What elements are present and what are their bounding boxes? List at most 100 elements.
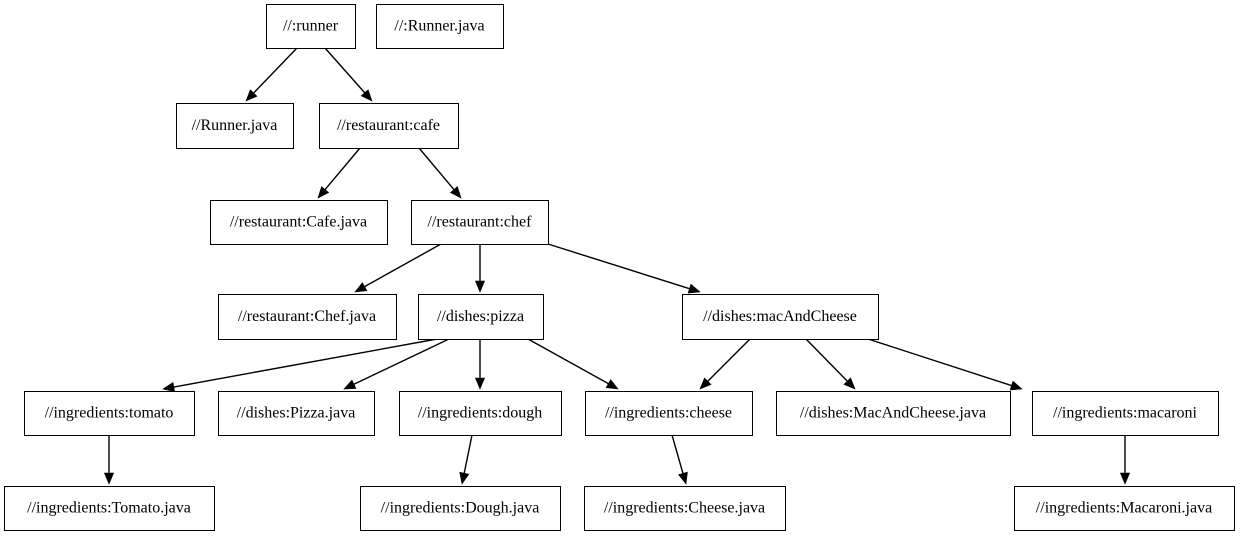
edge-line	[364, 243, 442, 288]
graph-node-root_runner_java[interactable]: //:Runner.java	[375, 3, 505, 50]
edge-line	[707, 338, 751, 382]
arrowhead-icon	[103, 472, 115, 485]
node-box[interactable]	[265, 3, 357, 50]
arrowhead-icon	[449, 186, 462, 199]
arrowhead-icon	[699, 377, 712, 390]
node-box[interactable]	[410, 199, 550, 246]
graph-edge	[1119, 435, 1131, 485]
arrowhead-icon	[474, 377, 486, 390]
node-label: //dishes:MacAndCheese.java	[800, 405, 986, 422]
node-label: //ingredients:cheese	[605, 405, 732, 422]
graph-edge	[671, 434, 688, 485]
graph-edge	[162, 338, 438, 392]
node-label: //restaurant:Cafe.java	[230, 214, 367, 231]
graph-edge	[343, 338, 450, 390]
graph-node-mac_java[interactable]: //dishes:MacAndCheese.java	[775, 390, 1012, 437]
graph-node-tomato_java[interactable]: //ingredients:Tomato.java	[3, 485, 216, 532]
node-box[interactable]	[23, 390, 196, 437]
arrowhead-icon	[343, 379, 357, 390]
edge-line	[547, 243, 690, 290]
node-label: //ingredients:Tomato.java	[27, 500, 191, 517]
graph-node-pizza_java[interactable]: //dishes:Pizza.java	[217, 390, 376, 437]
graph-node-dough_java[interactable]: //ingredients:Dough.java	[359, 485, 562, 532]
edge-line	[324, 47, 366, 94]
node-box[interactable]	[584, 390, 754, 437]
node-label: //ingredients:tomato	[45, 405, 174, 422]
graph-edge	[324, 47, 373, 102]
node-label: //dishes:Pizza.java	[237, 405, 356, 422]
node-box[interactable]	[1013, 485, 1236, 532]
graph-node-cheese_java[interactable]: //ingredients:Cheese.java	[583, 485, 787, 532]
graph-node-dishes_mac[interactable]: //dishes:macAndCheese	[681, 293, 880, 341]
node-box[interactable]	[318, 102, 460, 150]
node-box[interactable]	[209, 199, 389, 246]
arrowhead-icon	[360, 89, 373, 102]
arrowhead-icon	[317, 186, 330, 199]
node-label: //ingredients:Macaroni.java	[1036, 500, 1212, 517]
graph-edge	[699, 338, 751, 390]
node-label: //dishes:pizza	[437, 308, 524, 325]
graph-edge	[317, 147, 361, 199]
graph-node-chef_java[interactable]: //restaurant:Chef.java	[217, 293, 398, 341]
node-box[interactable]	[175, 102, 295, 150]
graph-node-macaroni_java[interactable]: //ingredients:Macaroni.java	[1013, 485, 1236, 532]
arrowhead-icon	[605, 379, 619, 390]
node-box[interactable]	[3, 485, 216, 532]
node-label: //ingredients:dough	[418, 405, 542, 422]
graph-node-ing_cheese[interactable]: //ingredients:cheese	[584, 390, 754, 437]
node-label: //Runner.java	[192, 117, 278, 134]
edge-line	[253, 47, 298, 94]
edge-line	[805, 338, 848, 382]
graph-node-ing_tomato[interactable]: //ingredients:tomato	[23, 390, 196, 437]
node-label: //restaurant:Chef.java	[238, 308, 376, 325]
arrowhead-icon	[474, 280, 486, 293]
node-box[interactable]	[583, 485, 787, 532]
edge-line	[867, 338, 1012, 387]
graph-node-ing_macaroni[interactable]: //ingredients:macaroni	[1031, 390, 1220, 437]
node-label: //ingredients:Dough.java	[381, 500, 540, 517]
edge-line	[527, 338, 609, 385]
node-label: //:runner	[283, 18, 339, 35]
edge-line	[418, 147, 455, 191]
arrowhead-icon	[162, 382, 176, 392]
arrowhead-icon	[459, 471, 470, 485]
edge-line	[671, 434, 684, 474]
edge-line	[324, 147, 361, 191]
graph-edge	[354, 243, 442, 293]
node-box[interactable]	[1031, 390, 1220, 437]
graph-edge	[245, 47, 298, 102]
graph-edge	[867, 338, 1023, 391]
node-box[interactable]	[681, 293, 880, 341]
node-box[interactable]	[359, 485, 562, 532]
node-box[interactable]	[375, 3, 505, 50]
arrowhead-icon	[1119, 472, 1131, 485]
node-label: //restaurant:cafe	[337, 117, 440, 134]
graph-edge	[547, 243, 701, 294]
graph-node-restaurant_chef[interactable]: //restaurant:chef	[410, 199, 550, 246]
node-box[interactable]	[398, 390, 563, 437]
graph-node-dishes_pizza[interactable]: //dishes:pizza	[417, 293, 545, 341]
graph-node-ing_dough[interactable]: //ingredients:dough	[398, 390, 563, 437]
node-box[interactable]	[775, 390, 1012, 437]
arrowhead-icon	[1009, 380, 1023, 391]
edge-line	[463, 434, 473, 474]
graph-edge	[418, 147, 462, 199]
arrowhead-icon	[843, 377, 856, 390]
node-label: //ingredients:macaroni	[1053, 405, 1198, 422]
arrowhead-icon	[678, 471, 688, 485]
arrowhead-icon	[687, 283, 701, 294]
node-box[interactable]	[217, 390, 376, 437]
graph-edge	[474, 339, 486, 390]
graph-node-runner[interactable]: //:runner	[265, 3, 357, 50]
node-box[interactable]	[417, 293, 545, 341]
graph-edge	[474, 244, 486, 293]
graph-node-runner_java[interactable]: //Runner.java	[175, 102, 295, 150]
graph-node-restaurant_cafe[interactable]: //restaurant:cafe	[318, 102, 460, 150]
graph-edge	[527, 338, 619, 390]
graph-edge	[805, 338, 856, 390]
node-label: //ingredients:Cheese.java	[604, 500, 765, 517]
node-box[interactable]	[217, 293, 398, 341]
graph-node-cafe_java[interactable]: //restaurant:Cafe.java	[209, 199, 389, 246]
